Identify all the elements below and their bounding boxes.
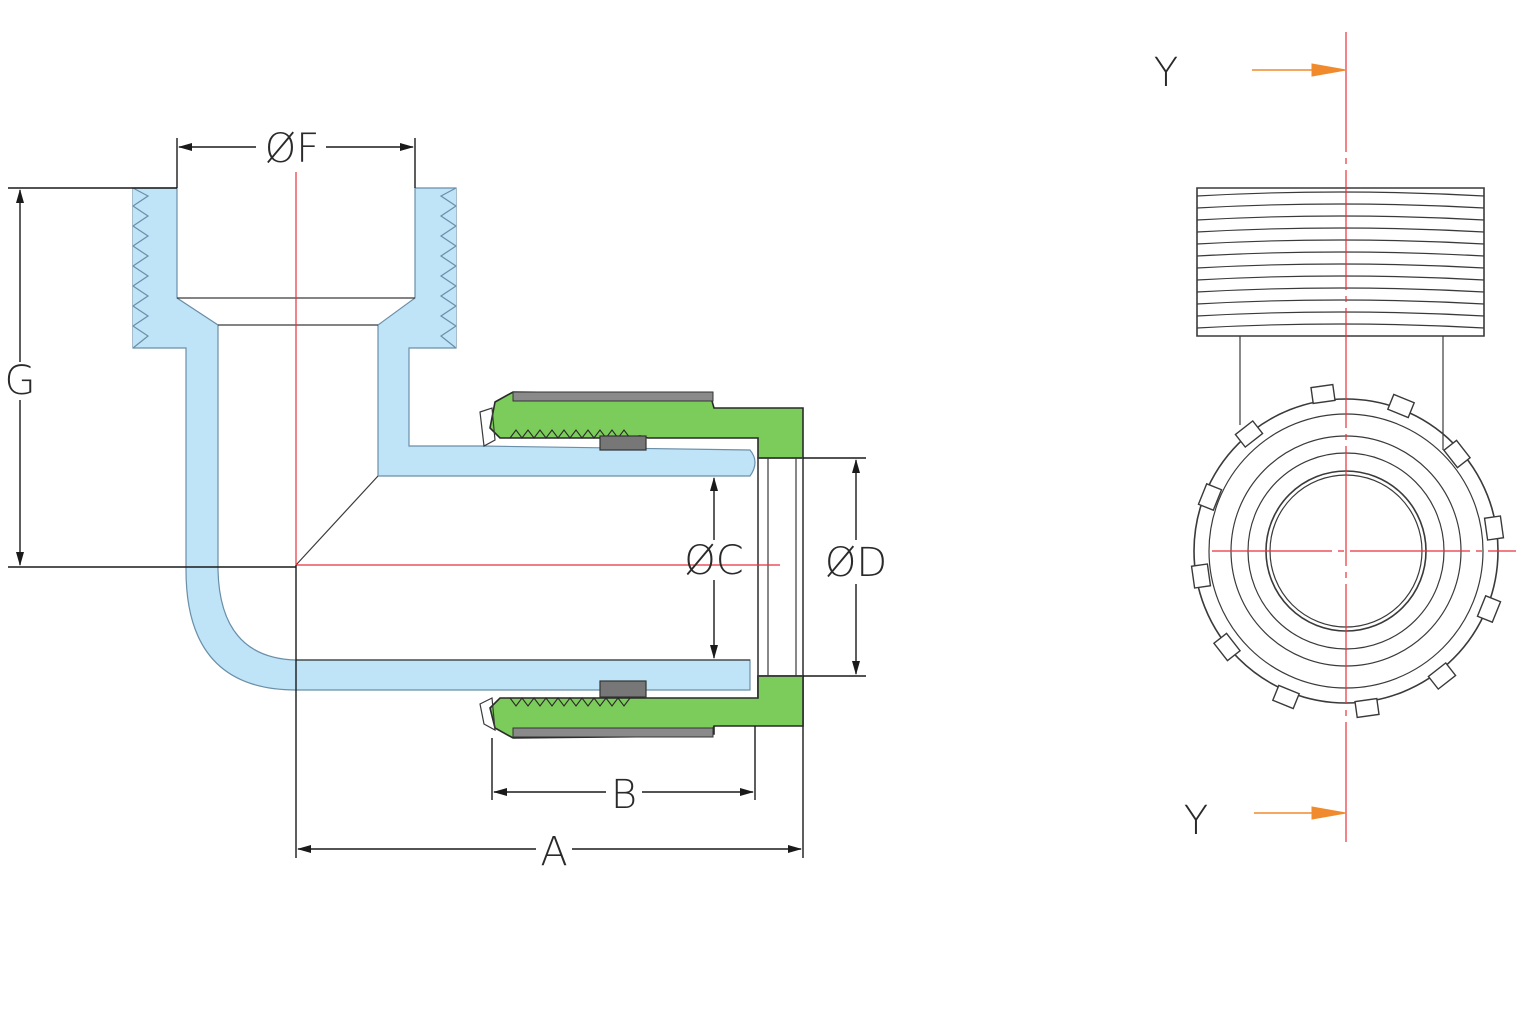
section-arrow-top-head: [1311, 63, 1347, 77]
elbow-body-section: [132, 187, 751, 691]
dim-A-label: A: [540, 829, 567, 875]
nut-thread-bottom: [509, 697, 631, 707]
nut-thread-top: [509, 429, 631, 439]
seal-top: [599, 435, 647, 451]
dim-G-label: G: [5, 358, 36, 404]
dim-B-label: B: [611, 772, 637, 818]
section-label-top: Y: [1154, 50, 1178, 96]
section-view: ØF G ØC ØD B A: [5, 126, 888, 875]
nut-cap-top: [512, 391, 714, 402]
front-thread-block: [1196, 187, 1485, 337]
section-label-bottom: Y: [1184, 798, 1208, 844]
clip-top: [479, 407, 496, 447]
dim-F-label: ØF: [265, 126, 320, 172]
male-thread-right: [439, 187, 458, 349]
seal-bottom: [599, 680, 647, 698]
front-view: Y Y: [1154, 32, 1516, 846]
dim-D-label: ØD: [825, 540, 887, 586]
union-nut-lugs: [1190, 383, 1505, 719]
union-spigot: [757, 457, 804, 677]
bore-miter-line: [295, 475, 379, 566]
male-thread-left: [131, 187, 150, 349]
section-arrow-bottom-head: [1311, 806, 1347, 820]
nut-cap-bottom: [512, 727, 714, 738]
dim-C-label: ØC: [684, 538, 743, 584]
clip-bottom: [479, 697, 496, 732]
